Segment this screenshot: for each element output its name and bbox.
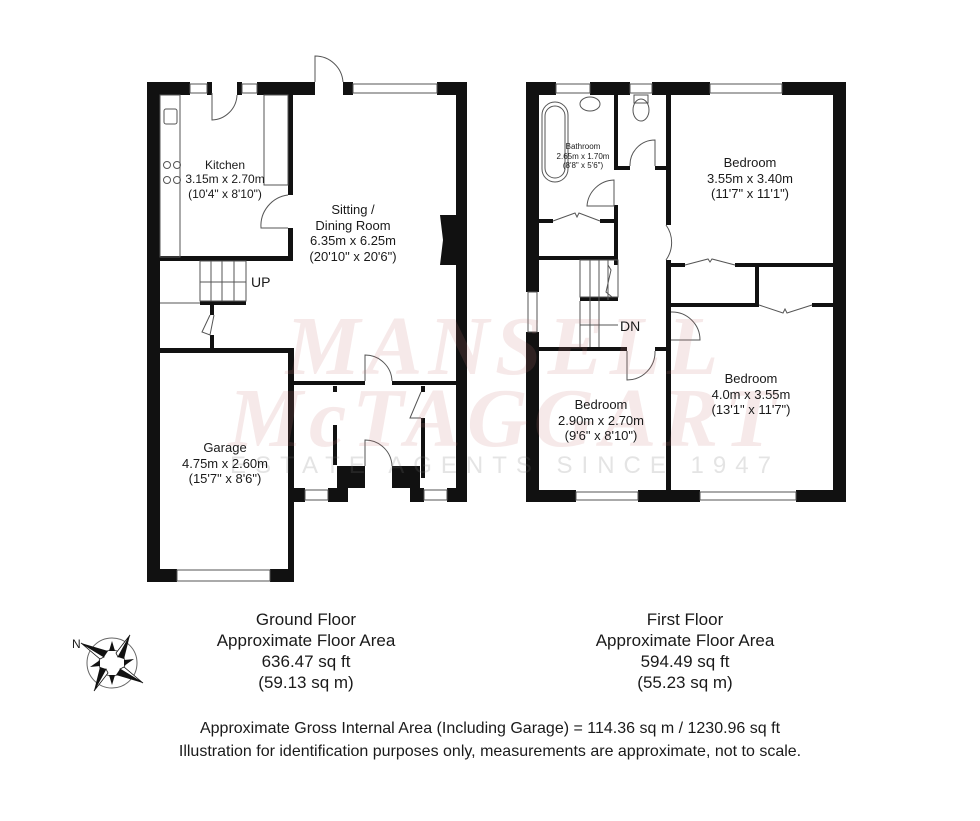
room-label-bathroom: Bathroom 2.65m x 1.70m (8'8" x 5'6") (557, 142, 610, 171)
room-imperial-size: (13'1" x 11'7") (711, 402, 791, 418)
first-floor-caption: First Floor Approximate Floor Area 594.4… (596, 609, 775, 693)
room-imperial-size: (15'7" x 8'6") (188, 471, 262, 487)
room-name: Kitchen (204, 158, 246, 172)
floor-area-sqm: (55.23 sq m) (637, 673, 733, 692)
room-imperial-size: (8'8" x 5'6") (562, 161, 604, 171)
compass-north-label: N (72, 637, 81, 651)
floor-subtitle: Approximate Floor Area (595, 631, 775, 650)
ground-floor-caption: Ground Floor Approximate Floor Area 636.… (217, 609, 396, 693)
window (423, 489, 448, 501)
room-imperial-size: (9'6" x 8'10") (564, 428, 638, 444)
floor-subtitle: Approximate Floor Area (216, 631, 396, 650)
room-name-line1: Sitting / (331, 202, 375, 217)
room-name-line2: Dining Room (315, 217, 391, 233)
gross-internal-area: Approximate Gross Internal Area (Includi… (199, 720, 781, 737)
floor-area-sqft: 636.47 sq ft (261, 652, 351, 671)
room-label-bedroom-2: Bedroom 2.90m x 2.70m (9'6" x 8'10") (558, 397, 644, 444)
ground-floor-walls (147, 82, 467, 582)
window (575, 491, 639, 501)
room-metric-size: 2.65m x 1.70m (556, 151, 610, 161)
room-imperial-size: (20'10" x 20'6") (309, 248, 397, 264)
window (629, 83, 653, 94)
footer-notes: Approximate Gross Internal Area (Includi… (0, 717, 980, 763)
window (527, 291, 538, 333)
room-label-sitting-dining: Sitting / Dining Room 6.35m x 6.25m (20'… (309, 202, 396, 264)
first-floor-walls (526, 82, 846, 502)
compass-rose-icon (80, 634, 144, 692)
room-name: Bedroom (724, 371, 778, 386)
window (709, 83, 783, 94)
stairs-up-label: UP (251, 274, 271, 290)
room-metric-size: 3.55m x 3.40m (707, 170, 793, 186)
room-label-kitchen: Kitchen 3.15m x 2.70m (10'4" x 8'10") (185, 158, 264, 201)
room-name: Bathroom (565, 142, 601, 151)
room-name: Bedroom (574, 397, 628, 412)
disclaimer: Illustration for identification purposes… (178, 743, 802, 760)
room-name: Garage (203, 440, 247, 455)
room-label-garage: Garage 4.75m x 2.60m (15'7" x 8'6") (182, 440, 268, 487)
window (555, 83, 591, 94)
floor-area-sqm: (59.13 sq m) (258, 673, 354, 692)
room-metric-size: 2.90m x 2.70m (558, 412, 644, 428)
window (352, 83, 438, 94)
window (699, 491, 797, 501)
room-name: Bedroom (723, 155, 777, 170)
room-imperial-size: (10'4" x 8'10") (188, 186, 262, 201)
floor-area-sqft: 594.49 sq ft (640, 652, 730, 671)
stairs-down-label: DN (620, 318, 641, 334)
window (189, 83, 208, 94)
floor-title: First Floor (646, 610, 724, 629)
window (304, 489, 329, 501)
room-metric-size: 4.0m x 3.55m (711, 386, 791, 402)
window (241, 83, 258, 94)
room-label-bedroom-3: Bedroom 4.0m x 3.55m (13'1" x 11'7") (712, 371, 791, 418)
room-metric-size: 4.75m x 2.60m (182, 455, 268, 471)
room-label-bedroom-1: Bedroom 3.55m x 3.40m (11'7" x 11'1") (707, 155, 793, 202)
floor-title: Ground Floor (255, 610, 357, 629)
window (176, 569, 271, 582)
room-metric-size: 6.35m x 6.25m (310, 233, 396, 249)
room-metric-size: 3.15m x 2.70m (185, 172, 265, 187)
room-imperial-size: (11'7" x 11'1") (710, 186, 790, 202)
